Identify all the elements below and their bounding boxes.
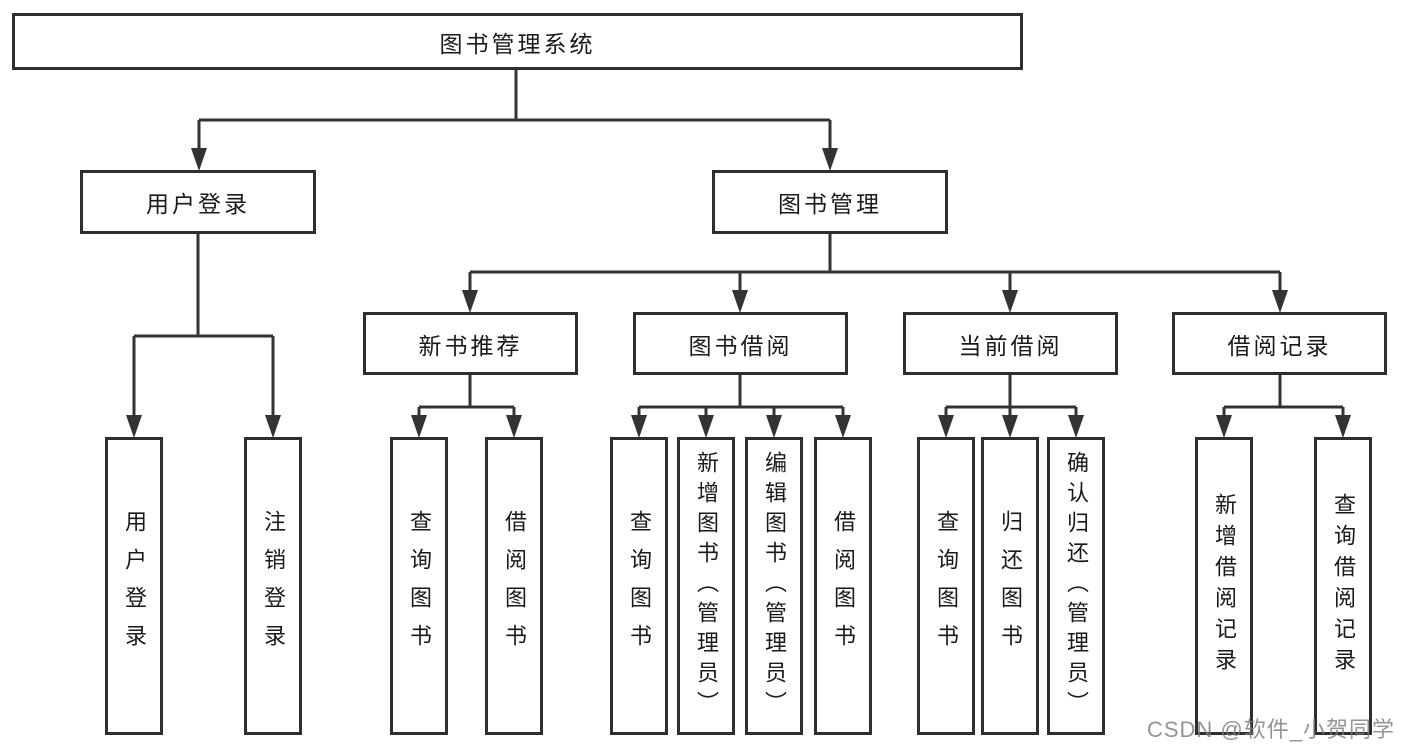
node-book-management-label: 图书管理 <box>778 191 882 217</box>
node-root: 图书管理系统 <box>12 13 1023 70</box>
leaf-records-query-record: 查询借阅记录 <box>1314 437 1372 735</box>
csdn-watermark: CSDN @软件_小贺同学 <box>1146 717 1395 742</box>
leaf-borrow-edit-books-admin: 编辑图书（管理员） <box>745 437 803 735</box>
leaf-borrow-add-books-admin: 新增图书（管理员） <box>677 437 735 735</box>
leaf-borrow-add-books-admin-label: 新增图书（管理员） <box>694 451 719 721</box>
leaf-borrow-query-books-label: 查询图书 <box>627 510 652 662</box>
leaf-recommend-borrow-books: 借阅图书 <box>485 437 543 735</box>
node-current-borrow-label: 当前借阅 <box>958 332 1063 359</box>
leaf-recommend-query-books: 查询图书 <box>390 437 448 735</box>
connector-paths <box>132 70 1345 417</box>
node-new-book-recommend: 新书推荐 <box>363 312 578 375</box>
node-user-login-label: 用户登录 <box>146 191 250 217</box>
leaf-recommend-query-books-label: 查询图书 <box>407 510 432 662</box>
leaf-borrow-borrow-books-label: 借阅图书 <box>831 510 856 662</box>
leaf-current-confirm-return-admin-label: 确认归还（管理员） <box>1064 451 1089 721</box>
node-borrow-records-label: 借阅记录 <box>1227 332 1332 359</box>
leaf-current-return-books-label: 归还图书 <box>998 510 1023 662</box>
leaf-logout: 注销登录 <box>244 437 302 735</box>
leaf-current-query-books-label: 查询图书 <box>934 510 959 662</box>
leaf-records-add-record: 新增借阅记录 <box>1195 437 1253 735</box>
leaf-user-login-label: 用户登录 <box>122 510 147 662</box>
leaf-records-add-record-label: 新增借阅记录 <box>1212 493 1237 679</box>
node-user-login: 用户登录 <box>80 170 316 234</box>
node-root-label: 图书管理系统 <box>439 30 596 57</box>
node-new-book-recommend-label: 新书推荐 <box>418 332 523 359</box>
node-borrow-records: 借阅记录 <box>1172 312 1387 375</box>
leaf-current-query-books: 查询图书 <box>917 437 975 735</box>
leaf-borrow-borrow-books: 借阅图书 <box>814 437 872 735</box>
arrowhead-icons <box>126 148 1351 438</box>
node-book-borrow-label: 图书借阅 <box>688 332 793 359</box>
leaf-records-query-record-label: 查询借阅记录 <box>1331 493 1356 679</box>
leaf-current-confirm-return-admin: 确认归还（管理员） <box>1047 437 1105 735</box>
leaf-recommend-borrow-books-label: 借阅图书 <box>502 510 527 662</box>
leaf-current-return-books: 归还图书 <box>981 437 1039 735</box>
leaf-borrow-query-books: 查询图书 <box>610 437 668 735</box>
leaf-borrow-edit-books-admin-label: 编辑图书（管理员） <box>762 451 787 721</box>
node-current-borrow: 当前借阅 <box>903 312 1118 375</box>
leaf-user-login: 用户登录 <box>105 437 163 735</box>
node-book-management: 图书管理 <box>712 170 948 234</box>
node-book-borrow: 图书借阅 <box>633 312 848 375</box>
leaf-logout-label: 注销登录 <box>261 510 286 662</box>
